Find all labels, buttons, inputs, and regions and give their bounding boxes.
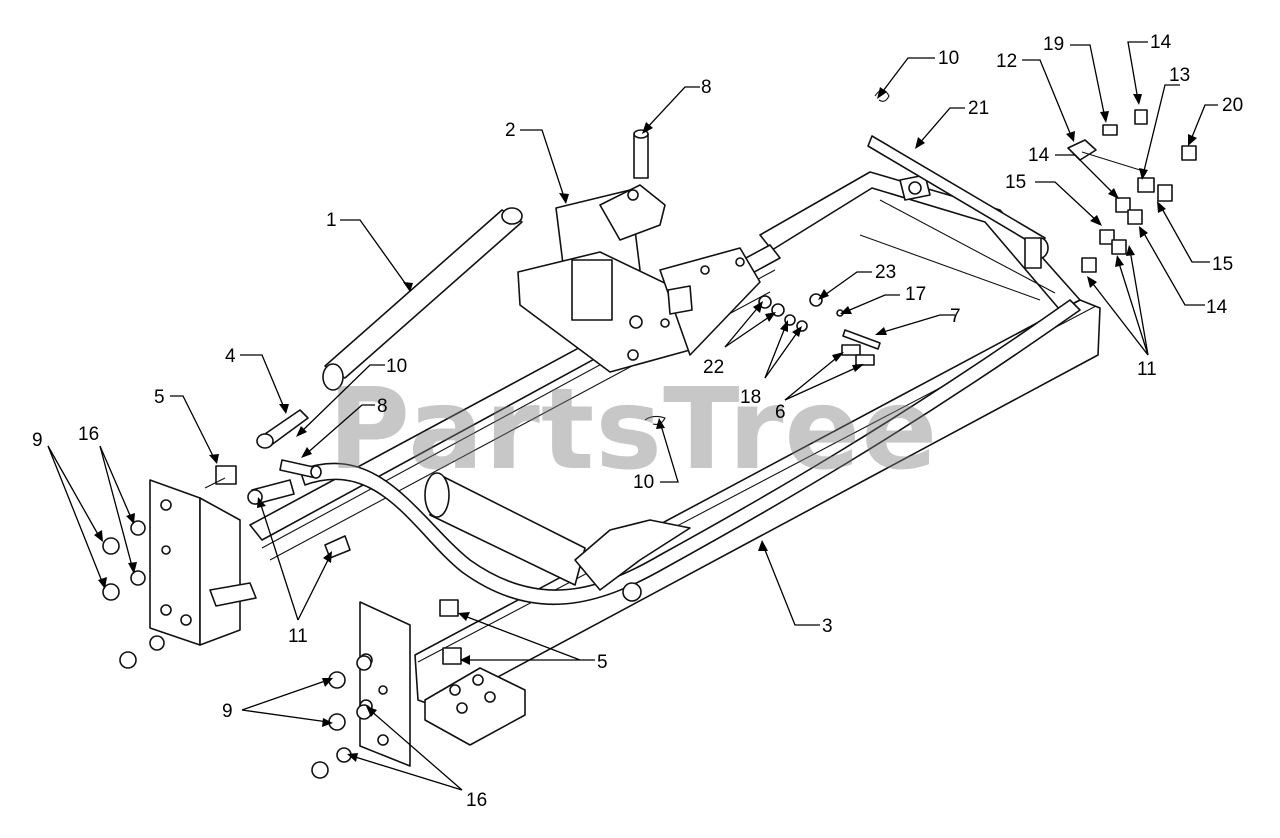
part-5-bolts-right xyxy=(439,599,462,665)
callout-6: 6 xyxy=(775,402,786,423)
center-hardware xyxy=(758,293,881,366)
leader-lines xyxy=(47,41,1218,791)
callout-10-left: 10 xyxy=(386,356,407,377)
callout-15-right: 15 xyxy=(1212,254,1233,275)
callout-3: 3 xyxy=(822,616,833,637)
callout-9-bottom: 9 xyxy=(222,701,233,722)
callout-20: 20 xyxy=(1222,95,1243,116)
callout-8-left: 8 xyxy=(377,396,388,417)
callout-7: 7 xyxy=(950,306,961,327)
callout-16-left: 16 xyxy=(78,424,99,445)
frame-cross-tube xyxy=(299,299,1081,606)
callout-14-right: 14 xyxy=(1206,297,1228,318)
callout-19: 19 xyxy=(1043,34,1064,55)
part-5-bolt-left xyxy=(204,465,237,489)
watermark-text: PartsTree xyxy=(328,365,938,495)
right-mounting-plate xyxy=(359,601,526,767)
callout-12: 12 xyxy=(996,51,1017,72)
callout-9-left: 9 xyxy=(32,430,43,451)
callout-23: 23 xyxy=(875,262,896,283)
callout-11-left: 11 xyxy=(288,626,308,647)
callout-5-right: 5 xyxy=(597,652,608,673)
part-8-pin-left xyxy=(279,459,322,479)
callout-8-top: 8 xyxy=(701,77,712,98)
part-1-rod xyxy=(322,207,523,391)
callout-17: 17 xyxy=(905,284,926,305)
callout-10-top: 10 xyxy=(938,48,959,69)
callout-14-mid: 14 xyxy=(1028,145,1050,166)
callout-21: 21 xyxy=(968,98,989,119)
callout-11-right: 11 xyxy=(1137,359,1157,380)
part-11-sleeve-left xyxy=(247,479,295,505)
callout-13: 13 xyxy=(1169,65,1190,86)
left-mounting-plate xyxy=(149,479,257,646)
part-8-pin-top xyxy=(633,129,649,179)
part-4-cylinder xyxy=(256,409,309,449)
hydraulic-fittings-right xyxy=(1067,109,1197,273)
hardware-bottom-nuts-washers xyxy=(311,655,372,779)
callout-labels: 1 2 3 4 5 5 6 7 8 8 9 9 10 10 10 11 11 1… xyxy=(32,32,1243,811)
callout-16-bottom: 16 xyxy=(466,790,487,811)
callout-22: 22 xyxy=(703,357,724,378)
callout-14-top: 14 xyxy=(1150,32,1172,53)
callout-15-left: 15 xyxy=(1005,172,1026,193)
callout-2: 2 xyxy=(505,120,516,141)
callout-5-left: 5 xyxy=(154,387,165,408)
frame-gusset xyxy=(574,519,691,591)
callout-18: 18 xyxy=(740,387,761,408)
callout-4: 4 xyxy=(225,346,236,367)
callout-10-center: 10 xyxy=(633,472,654,493)
hardware-left-nuts-washers xyxy=(102,520,165,669)
part-2-bracket-assembly xyxy=(517,184,761,373)
callout-1: 1 xyxy=(326,210,337,231)
part-21-rod xyxy=(867,135,1049,269)
